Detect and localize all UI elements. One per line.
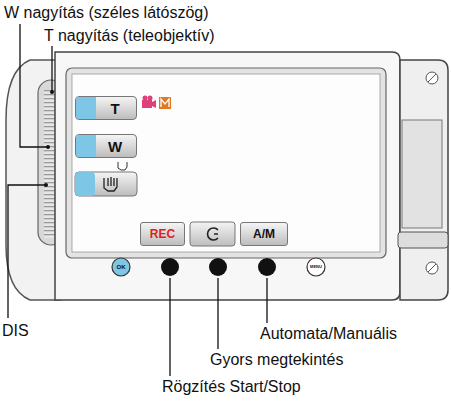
button-text: A/M <box>253 228 275 240</box>
button-text: REC <box>150 228 175 240</box>
button-highlight <box>76 135 96 157</box>
callout-label: Automata/Manuális <box>260 325 397 343</box>
button-text: W <box>108 139 122 154</box>
rec-tab: REC <box>140 222 185 246</box>
callout-label: Rögzítés Start/Stop <box>162 378 301 396</box>
zoom-wide-button: W <box>75 134 137 158</box>
callout-label: DIS <box>2 322 29 340</box>
ok-button: OK <box>114 260 128 274</box>
callout-label: Gyors megtekintés <box>210 351 343 369</box>
button-text: OK <box>117 264 126 270</box>
callout-label: W nagyítás (széles látószög) <box>4 4 209 22</box>
button-text: MENU <box>310 265 322 269</box>
auto-manual-tab: A/M <box>240 222 288 246</box>
menu-button: MENU <box>308 260 324 274</box>
zoom-tele-button: T <box>75 96 137 120</box>
button-highlight <box>76 97 96 119</box>
callout-label: T nagyítás (teleobjektív) <box>44 27 214 45</box>
button-text: T <box>110 101 119 116</box>
